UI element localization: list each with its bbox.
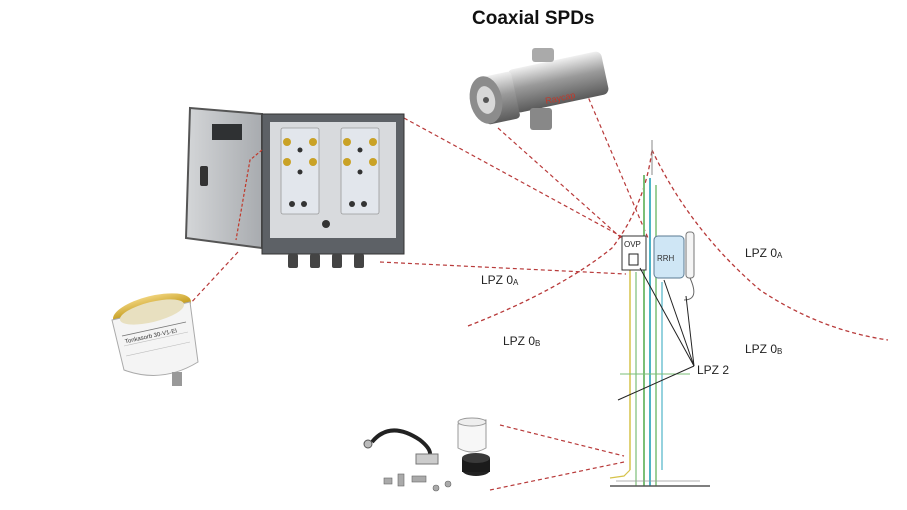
grounding-kit-image xyxy=(363,417,490,492)
zone-label-lpz0a-left: LPZ 0A xyxy=(481,273,519,287)
lpz-boundary-left-arc xyxy=(467,149,653,327)
cylinder-spd-image: Tonkasorb 30-V1-EI xyxy=(111,293,199,386)
ovp-label: OVP xyxy=(624,240,641,249)
callout-coax-spd-left xyxy=(497,127,629,245)
callout-lines xyxy=(187,91,649,491)
coaxial-spd-image: Raycap xyxy=(469,48,609,130)
lpz2-pointers xyxy=(617,267,695,401)
zone-label-lpz2: LPZ 2 xyxy=(697,363,730,377)
callout-cabinet-bottom xyxy=(379,261,627,275)
rrh-label: RRH xyxy=(657,254,675,263)
spd-cabinet-image xyxy=(184,106,405,268)
zone-label-lpz0a-right: LPZ 0A xyxy=(745,246,783,260)
callout-coax-spd-right xyxy=(585,91,649,239)
callout-ground-kit-bottom xyxy=(489,461,625,491)
callout-cabinet-top xyxy=(403,117,629,241)
callout-cylinder-spd xyxy=(187,251,239,307)
diagram-title: Coaxial SPDs xyxy=(472,8,595,29)
ovp-box: OVP xyxy=(621,235,647,271)
callout-ground-kit-top xyxy=(499,424,625,457)
rrh-box: RRH xyxy=(653,231,695,301)
zone-label-lpz0b-right: LPZ 0B xyxy=(745,342,783,356)
zone-label-lpz0b-left: LPZ 0B xyxy=(503,334,541,348)
lpz-boundary-right-arc xyxy=(651,149,889,341)
tower-mast xyxy=(609,140,710,487)
